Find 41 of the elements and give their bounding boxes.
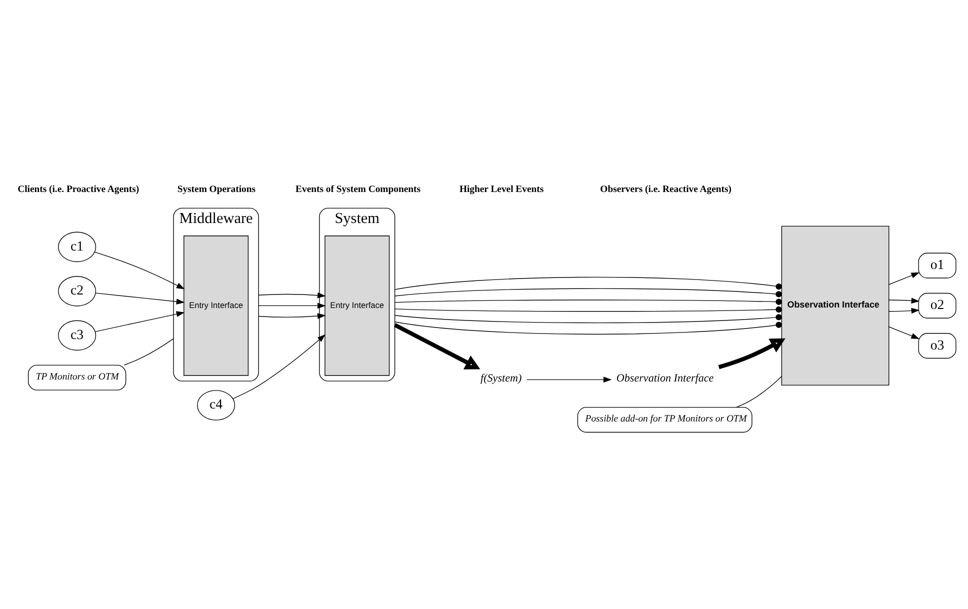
arrow bbox=[394, 322, 480, 369]
node-ellipse: c4 bbox=[197, 390, 236, 420]
node-box: Possible add-on for TP Monitors or OTM bbox=[577, 406, 752, 432]
label: Clients (i.e. Proactive Agents) bbox=[18, 184, 140, 195]
node-box: Entry Interface bbox=[184, 235, 249, 376]
node-box: TP Monitors or OTM bbox=[28, 364, 126, 390]
label: System Operations bbox=[177, 184, 256, 195]
arrow bbox=[95, 292, 185, 304]
node-box: Entry Interface bbox=[324, 235, 390, 376]
connector bbox=[394, 306, 782, 312]
node-text: Observation Interface bbox=[616, 372, 714, 384]
arrow bbox=[888, 326, 920, 339]
arrow bbox=[258, 312, 326, 318]
arrow bbox=[232, 334, 326, 399]
node-ellipse: c3 bbox=[58, 320, 96, 350]
arrow bbox=[94, 310, 185, 332]
connector bbox=[394, 288, 782, 297]
label: Higher Level Events bbox=[459, 184, 544, 195]
connector bbox=[124, 338, 174, 365]
node-box: o1 bbox=[918, 252, 956, 278]
connector bbox=[394, 321, 782, 334]
arrow bbox=[888, 307, 920, 314]
arrow bbox=[94, 251, 185, 289]
node-text: f(System) bbox=[480, 372, 522, 384]
node-box: o3 bbox=[918, 332, 956, 358]
label: Observers (i.e. Reactive Agents) bbox=[600, 184, 732, 195]
node-box: Observation Interface bbox=[781, 225, 890, 386]
label: Events of System Components bbox=[296, 184, 421, 195]
arrow bbox=[718, 338, 786, 369]
arrow bbox=[888, 297, 920, 304]
arrow bbox=[258, 302, 326, 308]
arrow bbox=[526, 376, 612, 382]
connector bbox=[736, 376, 782, 408]
connector bbox=[394, 314, 782, 323]
connector bbox=[394, 298, 782, 304]
node-box: o2 bbox=[918, 292, 956, 318]
node-ellipse: c1 bbox=[58, 231, 96, 262]
arrow bbox=[258, 292, 326, 298]
arrow bbox=[888, 272, 920, 284]
node-ellipse: c2 bbox=[58, 276, 96, 306]
connector bbox=[394, 276, 782, 290]
